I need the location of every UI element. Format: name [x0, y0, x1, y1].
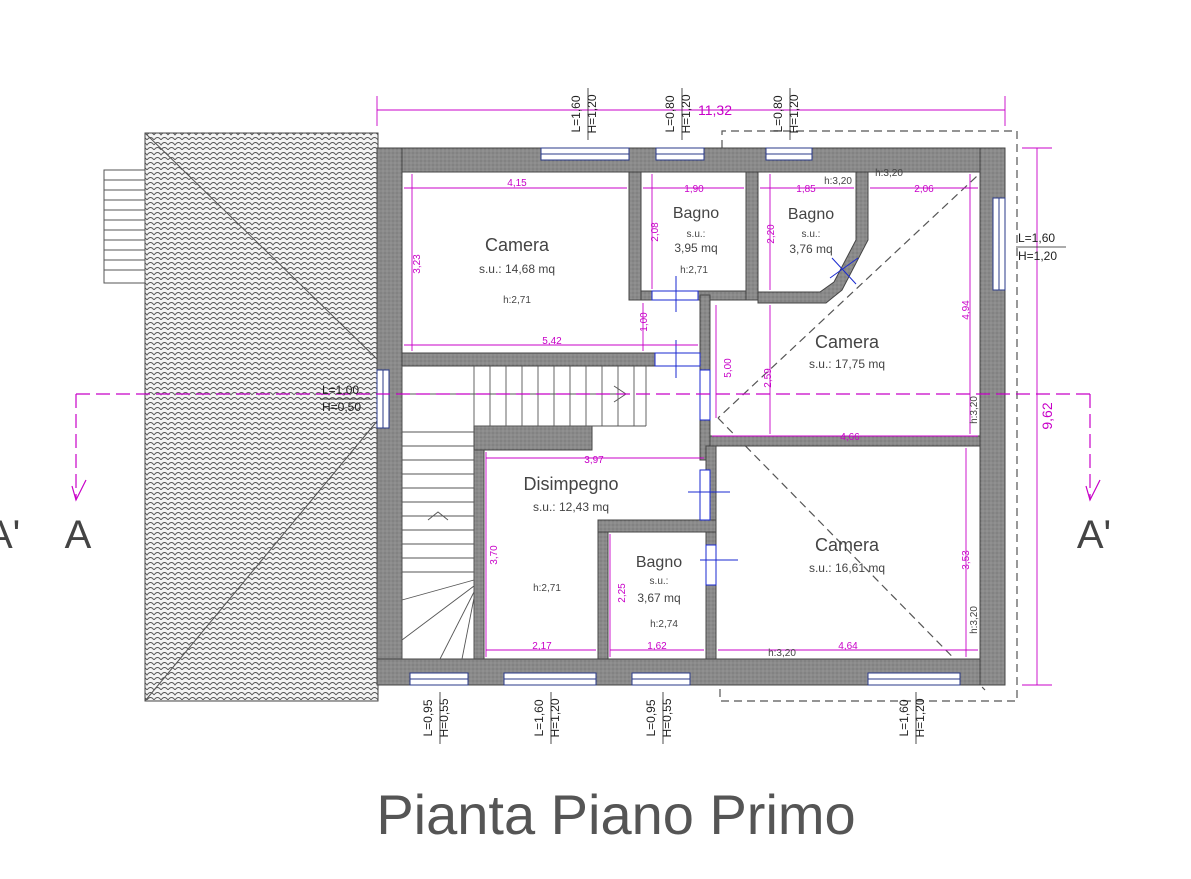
dim-label: 2,20 — [766, 224, 777, 244]
dim-label: 3,53 — [961, 550, 972, 570]
dim-label: 3,23 — [412, 254, 423, 274]
dim-label: 2,17 — [532, 641, 552, 652]
drawing-title: Pianta Piano Primo — [376, 783, 856, 846]
overhang-outline — [717, 130, 1018, 702]
room-area: 3,76 mq — [789, 242, 832, 256]
room-disimpegno: Disimpegno s.u.: 12,43 mq h:2,71 — [523, 474, 618, 594]
window-width: L=1,60 — [897, 699, 911, 736]
dim-label: 4,66 — [840, 432, 860, 443]
dim-label: 1,62 — [647, 641, 667, 652]
window-width: L=0,95 — [421, 699, 435, 736]
height-labels: h:3,20 h:3,20 h:3,20 h:3,20 h:3,20 — [768, 168, 980, 659]
section-marker-right: A' — [1077, 513, 1111, 557]
room-name: Bagno — [788, 206, 834, 223]
dim-label: 2,06 — [914, 184, 934, 195]
window-width: L=1,60 — [532, 699, 546, 736]
dim-label: 4,94 — [961, 300, 972, 320]
walls — [376, 147, 1006, 686]
room-height: h:2,71 — [680, 265, 708, 276]
room-camera-3: Camera s.u.: 16,61 mq — [809, 535, 885, 575]
room-area: s.u.: 16,61 mq — [809, 561, 885, 575]
window-height: H=0,50 — [322, 400, 361, 414]
room-area-label: s.u.: — [687, 229, 706, 240]
overall-width: 11,32 — [698, 102, 732, 118]
roof-area — [144, 132, 379, 702]
windows — [376, 147, 1006, 686]
dim-label: 5,42 — [542, 336, 562, 347]
room-camera-1: Camera s.u.: 14,68 mq h:2,71 — [479, 235, 555, 306]
window-height: H=1,20 — [679, 94, 693, 133]
dim-label: 4,15 — [507, 178, 527, 189]
window-height: H=1,20 — [787, 94, 801, 133]
room-area: s.u.: 12,43 mq — [533, 500, 609, 514]
room-bagno-3: Bagno s.u.: 3,67 mq h:2,74 — [636, 554, 682, 630]
window-height: H=1,20 — [913, 698, 927, 737]
window-width: L=0,80 — [663, 95, 677, 132]
dim-label: 1,00 — [639, 312, 650, 332]
height-label: h:3,20 — [768, 648, 796, 659]
section-arrows — [71, 479, 1101, 502]
window-height: H=1,20 — [585, 94, 599, 133]
room-area: s.u.: 17,75 mq — [809, 357, 885, 371]
section-line — [75, 393, 1091, 500]
dimension-lines — [376, 96, 1052, 686]
room-area: s.u.: 14,68 mq — [479, 262, 555, 276]
window-width: L=1,60 — [1018, 231, 1055, 245]
height-label: h:3,20 — [969, 396, 980, 424]
window-width: L=1,60 — [569, 95, 583, 132]
dim-label: 3,97 — [584, 455, 604, 466]
dim-label: 4,64 — [838, 641, 858, 652]
height-label: h:3,20 — [824, 176, 852, 187]
window-labels: L=1,60 H=1,20 L=0,80 H=1,20 L=0,80 H=1,2… — [320, 88, 1066, 744]
dim-label: 2,25 — [617, 583, 628, 603]
room-camera-2: Camera s.u.: 17,75 mq — [809, 332, 885, 371]
dim-label: 5,00 — [723, 358, 734, 378]
room-bagno-1: Bagno s.u.: 3,95 mq h:2,71 — [673, 205, 719, 276]
window-width: L=0,95 — [644, 699, 658, 736]
room-name: Bagno — [673, 205, 719, 222]
height-label: h:3,20 — [969, 606, 980, 634]
window-height: H=1,20 — [548, 698, 562, 737]
window-width: L=0,80 — [771, 95, 785, 132]
external-stairs — [103, 169, 146, 284]
room-area-label: s.u.: — [650, 576, 669, 587]
window-height: H=0,55 — [437, 698, 451, 737]
room-area-label: s.u.: — [802, 229, 821, 240]
dim-label: 2,59 — [763, 368, 774, 388]
section-marker-edge: A' — [0, 513, 20, 557]
room-height: h:2,71 — [503, 295, 531, 306]
window-height: H=0,55 — [660, 698, 674, 737]
window-width: L=1,00 — [322, 383, 359, 397]
height-label: h:3,20 — [875, 168, 903, 179]
room-name: Disimpegno — [523, 474, 618, 494]
room-name: Camera — [815, 332, 880, 352]
window-height: H=1,20 — [1018, 249, 1057, 263]
room-name: Bagno — [636, 554, 682, 571]
dim-label: 2,08 — [650, 222, 661, 242]
room-area: 3,95 mq — [674, 241, 717, 255]
overall-height: 9,62 — [1039, 402, 1055, 429]
dimension-labels: 11,32 9,62 4,15 1,90 1,85 2,06 3,23 2,08… — [412, 102, 1055, 652]
room-name: Camera — [485, 235, 550, 255]
room-area: 3,67 mq — [637, 591, 680, 605]
internal-stairs — [401, 366, 647, 660]
room-height: h:2,74 — [650, 619, 678, 630]
room-bagno-2: Bagno s.u.: 3,76 mq — [788, 206, 834, 256]
section-marker-left: A — [65, 513, 92, 557]
dim-label: 3,70 — [489, 545, 500, 565]
room-height: h:2,71 — [533, 583, 561, 594]
dim-label: 1,90 — [684, 184, 704, 195]
dim-label: 1,85 — [796, 184, 816, 195]
doors — [651, 257, 859, 586]
room-name: Camera — [815, 535, 880, 555]
